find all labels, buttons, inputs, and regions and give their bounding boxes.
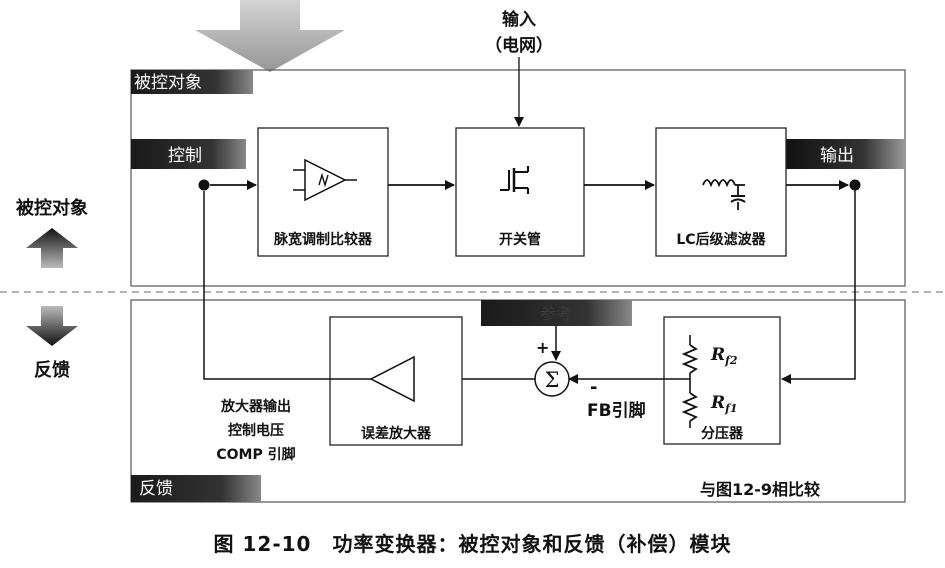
- minus-sign: -: [590, 377, 597, 398]
- fb-pin-label: FB引脚: [587, 400, 646, 421]
- amp-output-line1: 放大器输出: [220, 398, 291, 415]
- error-amp-label: 误差放大器: [361, 425, 432, 442]
- resistor-rf2-label: Rf2: [710, 345, 738, 367]
- input-sublabel: （电网）: [485, 35, 553, 56]
- lc-filter-block: LC后级滤波器: [655, 127, 787, 257]
- output-tab-label: 输出: [820, 146, 854, 166]
- output-to-divider-wire: [781, 190, 856, 384]
- pwm-comparator-block: 脉宽调制比较器: [257, 127, 389, 257]
- switch-label: 开关管: [499, 231, 541, 248]
- amplifier-triangle-icon: [369, 355, 415, 403]
- power-converter-diagram: 被控对象 反馈 输入 （电网） 控制 输出 脉宽调制比较器: [0, 0, 945, 503]
- feedback-region-label: 反馈: [139, 479, 173, 499]
- down-arrow-icon: [26, 306, 78, 346]
- side-plant-label: 被控对象: [16, 197, 88, 219]
- lc-filter-icon: [702, 179, 746, 210]
- plant-region-tab: [131, 70, 253, 94]
- mosfet-icon: [500, 166, 529, 194]
- big-down-arrow-icon: [195, 0, 345, 72]
- switch-block: 开关管: [455, 127, 585, 257]
- control-node: [198, 179, 210, 191]
- output-tab: [786, 139, 905, 169]
- erroramp-to-control-wire: [203, 191, 371, 380]
- reference-tab-label: 参考: [540, 304, 572, 323]
- error-amplifier-block: 误差放大器: [329, 316, 463, 446]
- side-feedback-label: 反馈: [34, 359, 70, 381]
- plant-region-label: 被控对象: [134, 73, 202, 93]
- plant-region-frame: [130, 69, 906, 287]
- divider-block: Rf2 Rf1 分压器: [663, 316, 781, 445]
- feedback-region-tab: [131, 475, 261, 502]
- output-node: [849, 179, 861, 191]
- sigma-symbol: Σ: [545, 368, 560, 392]
- amp-output-line3: COMP 引脚: [216, 447, 295, 463]
- compare-note: 与图12-9相比较: [700, 480, 820, 499]
- pwm-label: 脉宽调制比较器: [273, 231, 373, 248]
- control-tab: [131, 139, 246, 169]
- comparator-icon: [293, 158, 357, 202]
- amp-output-line2: 控制电压: [228, 422, 284, 439]
- input-label: 输入: [502, 9, 536, 30]
- figure-caption: 图 12-10 功率变换器：被控对象和反馈（补偿）模块: [213, 532, 732, 556]
- resistor-rf1-label: Rf1: [710, 393, 738, 415]
- reference-tab: [481, 300, 632, 326]
- divider-label: 分压器: [701, 426, 744, 442]
- lc-filter-label: LC后级滤波器: [676, 231, 766, 248]
- control-tab-label: 控制: [168, 146, 202, 166]
- resistor-divider-icon: [681, 335, 699, 428]
- up-arrow-icon: [26, 228, 78, 268]
- plus-sign: +: [536, 338, 549, 357]
